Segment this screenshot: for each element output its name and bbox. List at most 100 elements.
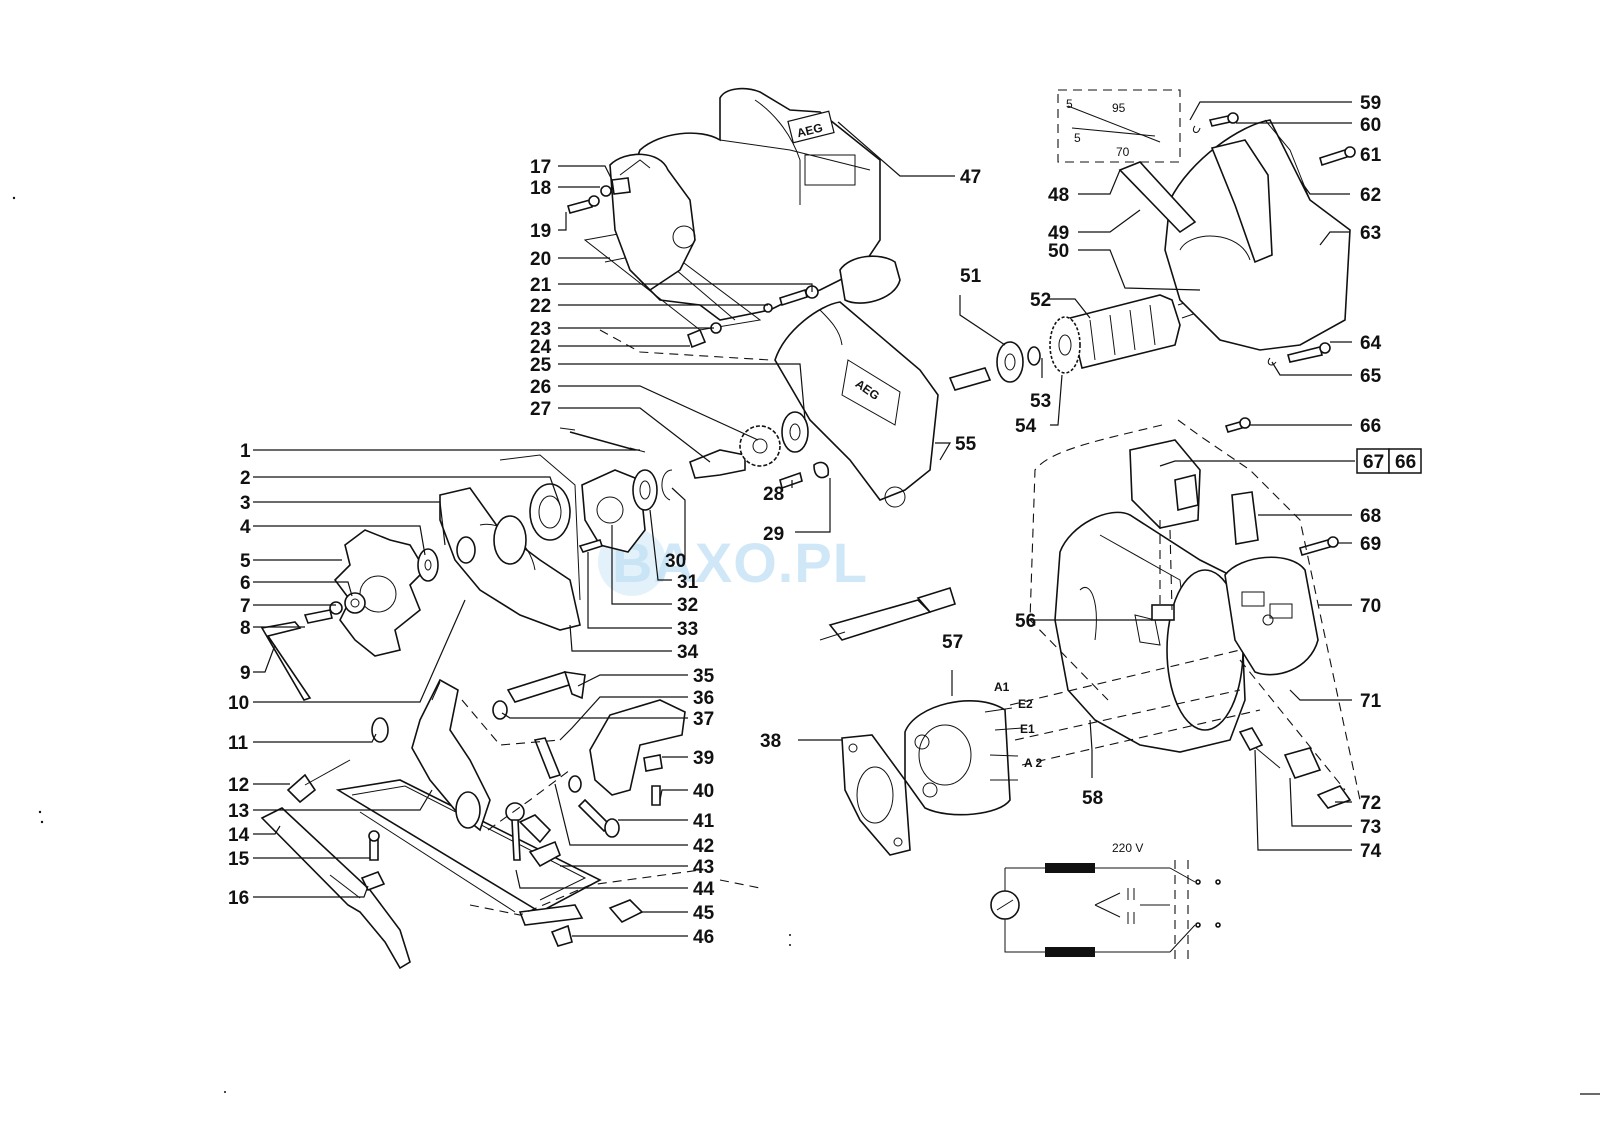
- terminal-a1: A1: [994, 680, 1010, 694]
- part-label-16: 16: [228, 888, 249, 909]
- watermark: BAXO.PL: [598, 528, 868, 596]
- part-label-66: 66: [1360, 416, 1381, 437]
- part-labels: 1 2 3 4 5 6 7 8 9 10 11 12 13 14 15 16 1…: [228, 93, 1382, 948]
- part-label-46: 46: [693, 927, 714, 948]
- part-label-6: 6: [240, 573, 251, 594]
- part-label-64: 64: [1360, 333, 1382, 354]
- part-label-37: 37: [693, 709, 714, 730]
- field-coil: A1 E2 E1 A 2: [841, 680, 1043, 856]
- part-label-34: 34: [677, 642, 699, 663]
- part-label-68: 68: [1360, 506, 1381, 527]
- callout-67: 67: [1363, 452, 1384, 473]
- terminal-a2: A 2: [1024, 756, 1043, 770]
- part-label-17: 17: [530, 157, 551, 178]
- part-label-59: 59: [1360, 93, 1381, 114]
- part-label-38: 38: [760, 731, 781, 752]
- motor-cover: [1118, 112, 1356, 366]
- part-label-8: 8: [240, 618, 251, 639]
- schematic-voltage: 220 V: [1112, 841, 1143, 855]
- leader-lines: [253, 101, 1352, 937]
- part-label-42: 42: [693, 836, 714, 857]
- part-label-35: 35: [693, 666, 715, 687]
- terminal-e2: E2: [1018, 697, 1033, 711]
- motor-housing: [819, 417, 1339, 753]
- cable-len-b: 95: [1112, 101, 1126, 115]
- part-label-19: 19: [530, 221, 551, 242]
- terminal-e1: E1: [1020, 722, 1035, 736]
- assembly-lines: [461, 329, 1361, 916]
- part-label-31: 31: [677, 572, 699, 593]
- part-label-10: 10: [228, 693, 249, 714]
- upper-blade-guard: AEG: [774, 301, 939, 508]
- part-label-50: 50: [1048, 241, 1069, 262]
- cable-len-a: 5: [1066, 97, 1073, 111]
- part-label-18: 18: [530, 178, 551, 199]
- part-label-3: 3: [240, 493, 251, 514]
- blade-assembly: [260, 177, 830, 701]
- part-label-45: 45: [693, 903, 715, 924]
- part-label-28: 28: [763, 484, 784, 505]
- part-label-15: 15: [228, 849, 250, 870]
- watermark-text: BAXO.PL: [612, 531, 868, 594]
- part-label-13: 13: [228, 801, 249, 822]
- scan-marks: [12, 196, 1600, 1095]
- part-label-65: 65: [1360, 366, 1382, 387]
- part-label-7: 7: [240, 596, 251, 617]
- base-plate: [260, 671, 686, 970]
- part-label-74: 74: [1360, 841, 1382, 862]
- cable-len-c: 5: [1074, 131, 1081, 145]
- part-label-27: 27: [530, 399, 551, 420]
- part-label-49: 49: [1048, 223, 1069, 244]
- part-label-2: 2: [240, 468, 251, 489]
- part-label-1: 1: [240, 441, 251, 462]
- part-label-54: 54: [1015, 416, 1037, 437]
- part-label-40: 40: [693, 781, 714, 802]
- part-label-73: 73: [1360, 817, 1381, 838]
- part-label-48: 48: [1048, 185, 1069, 206]
- part-label-14: 14: [228, 825, 250, 846]
- part-label-44: 44: [693, 879, 715, 900]
- part-label-33: 33: [677, 619, 698, 640]
- part-label-72: 72: [1360, 793, 1381, 814]
- part-label-4: 4: [240, 517, 251, 538]
- part-label-55: 55: [955, 434, 977, 455]
- part-label-5: 5: [240, 551, 251, 572]
- part-label-60: 60: [1360, 115, 1381, 136]
- part-label-30: 30: [665, 551, 686, 572]
- part-label-71: 71: [1360, 691, 1382, 712]
- part-label-24: 24: [530, 337, 552, 358]
- part-label-29: 29: [763, 524, 784, 545]
- part-label-9: 9: [240, 663, 251, 684]
- part-label-36: 36: [693, 688, 714, 709]
- part-label-26: 26: [530, 377, 551, 398]
- part-label-61: 61: [1360, 145, 1382, 166]
- part-label-47: 47: [960, 167, 981, 188]
- part-label-23: 23: [530, 319, 551, 340]
- part-label-56: 56: [1015, 611, 1036, 632]
- part-label-70: 70: [1360, 596, 1381, 617]
- part-label-11: 11: [228, 733, 249, 754]
- part-label-25: 25: [530, 355, 552, 376]
- part-label-39: 39: [693, 748, 714, 769]
- cable-detail-box: 5 95 5 70: [1057, 89, 1181, 163]
- part-label-32: 32: [677, 595, 698, 616]
- callout-67-66: 67 66: [1159, 448, 1422, 474]
- part-label-57: 57: [942, 632, 963, 653]
- part-label-20: 20: [530, 249, 551, 270]
- part-label-22: 22: [530, 296, 551, 317]
- saw-housing: AEG: [583, 87, 901, 331]
- part-label-58: 58: [1082, 788, 1103, 809]
- armature: [948, 275, 1225, 391]
- part-label-62: 62: [1360, 185, 1381, 206]
- part-label-69: 69: [1360, 534, 1381, 555]
- part-label-63: 63: [1360, 223, 1381, 244]
- part-label-41: 41: [693, 811, 715, 832]
- part-label-12: 12: [228, 775, 249, 796]
- part-label-43: 43: [693, 857, 714, 878]
- aeg-logo: AEG: [795, 120, 824, 140]
- part-label-21: 21: [530, 275, 552, 296]
- wiring-schematic: 220 V: [990, 841, 1221, 962]
- part-label-53: 53: [1030, 391, 1051, 412]
- cable-len-d: 70: [1116, 145, 1130, 159]
